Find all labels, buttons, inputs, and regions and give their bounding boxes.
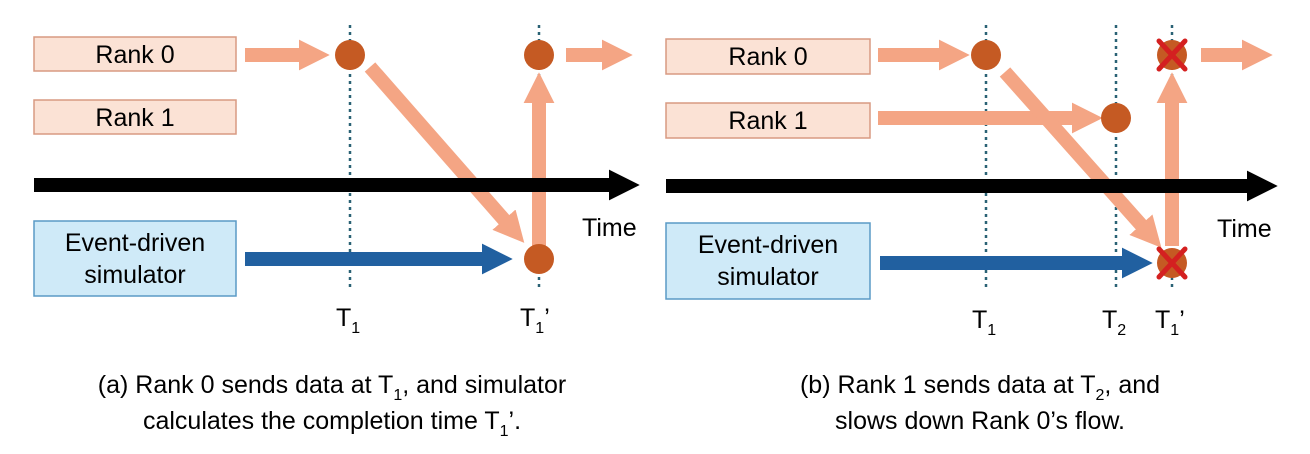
rank0-label: Rank 0 (95, 41, 174, 69)
time-axis-label: Time (582, 214, 637, 242)
rank0-box: Rank 0 (665, 38, 871, 75)
simulator-label-line1: Event-driven (698, 231, 838, 259)
caption-b-line1: (b) Rank 1 sends data at T2, and (800, 371, 1160, 404)
simulator-box: Event-driven simulator (33, 220, 237, 297)
panel-a: Rank 0 Rank 1 Event-driven simulator Tim… (33, 25, 640, 440)
cancel-cross-icon (1156, 38, 1188, 72)
time-axis-label: Time (1217, 215, 1272, 243)
tick-label-t2: T2 (1102, 306, 1126, 339)
cancelled-event-simulator (1156, 246, 1188, 280)
event-dot-rank0-send (971, 40, 1001, 70)
rank1-box: Rank 1 (665, 102, 871, 139)
tick-label-t1-prime: T1’ (1155, 306, 1185, 339)
data-to-simulator-arrow (999, 67, 1162, 248)
simulator-box: Event-driven simulator (665, 222, 871, 300)
tick-label-t1-prime: T1’ (520, 304, 550, 337)
caption-a-line1: (a) Rank 0 sends data at T1, and simulat… (98, 371, 566, 404)
data-to-simulator-arrow (364, 62, 525, 243)
cancelled-event-rank0-complete (1156, 38, 1188, 72)
event-dot-rank0-complete (524, 40, 554, 70)
event-dot-rank0-send (335, 40, 365, 70)
tick-label-t1: T1 (972, 306, 996, 339)
simulator-label-line1: Event-driven (65, 229, 205, 257)
caption-a-line2: calculates the completion time T1’. (143, 407, 521, 440)
rank1-label: Rank 1 (728, 107, 807, 135)
simulator-label-line2: simulator (84, 261, 185, 289)
rank0-label: Rank 0 (728, 43, 807, 71)
rank1-box: Rank 1 (33, 99, 237, 135)
simulator-label-line2: simulator (717, 263, 818, 291)
caption-b-line2: slows down Rank 0’s flow. (835, 407, 1125, 435)
event-dot-rank1-send (1101, 103, 1131, 133)
event-dot-simulator (524, 244, 554, 274)
cancel-cross-icon (1156, 246, 1188, 280)
rank0-box: Rank 0 (33, 36, 237, 72)
tick-label-t1: T1 (336, 304, 360, 337)
rank1-label: Rank 1 (95, 104, 174, 132)
panel-b: Rank 0 Rank 1 Event-driven simulator Tim… (665, 25, 1278, 435)
